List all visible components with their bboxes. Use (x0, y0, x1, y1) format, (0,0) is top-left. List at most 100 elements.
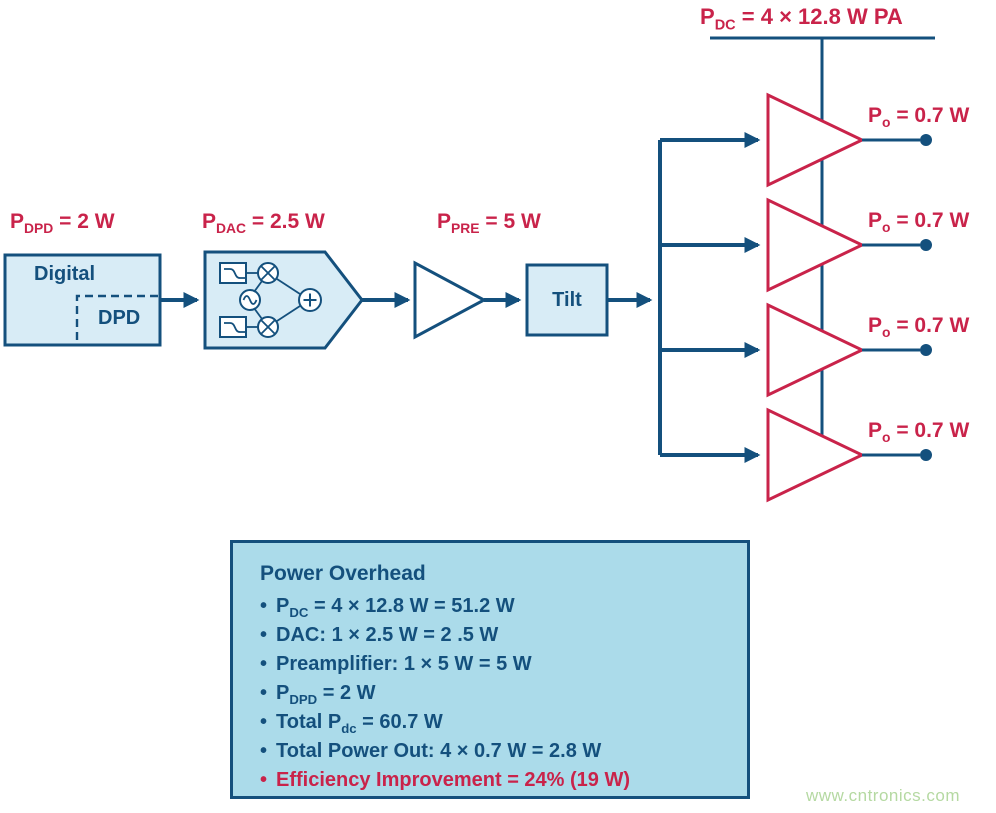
wire (276, 278, 301, 295)
power-overhead-box: Power Overhead •PDC = 4 × 12.8 W = 51.2 … (230, 540, 750, 799)
label-subscript: o (882, 219, 891, 236)
item-text: = 2 W (317, 682, 376, 704)
label-subscript: o (882, 429, 891, 446)
item-subscript: DC (289, 605, 309, 620)
item-text: DAC: 1 × 2.5 W = 2 .5 W (276, 624, 499, 646)
item-text: Total Power Out: 4 × 0.7 W = 2.8 W (276, 740, 602, 762)
label-text: P (202, 210, 217, 233)
digital-box (3, 253, 162, 347)
bullet-icon: • (260, 595, 268, 617)
label-text: P (700, 4, 715, 29)
output-terminal-3 (920, 344, 932, 356)
label-text: = 0.7 W (890, 419, 970, 442)
label-subscript: o (882, 114, 891, 131)
preamp-triangle (413, 260, 488, 340)
splitter (658, 132, 761, 463)
output-terminal-1 (920, 134, 932, 146)
mixer-cross (260, 265, 276, 281)
pa-triangle-1 (766, 92, 866, 188)
wire (276, 305, 301, 322)
overhead-item-preamp: •Preamplifier: 1 × 5 W = 5 W (260, 650, 737, 679)
lowpass-filter-icon (219, 262, 247, 284)
mixer-icon (257, 316, 279, 338)
label-text: = 0.7 W (890, 104, 970, 127)
label-text: = 5 W (479, 210, 541, 233)
tilt-label: Tilt (552, 289, 582, 311)
label-text: P (868, 314, 883, 337)
bullet-icon: • (260, 624, 268, 646)
item-subscript: DPD (289, 692, 318, 707)
filter-box-1 (219, 262, 247, 284)
item-text: Preamplifier: 1 × 5 W = 5 W (276, 653, 532, 675)
watermark: www.cntronics.com (806, 786, 960, 805)
label-text: = 0.7 W (890, 314, 970, 337)
pa-outputs (862, 134, 932, 461)
item-text: P (276, 595, 290, 617)
overhead-item-efficiency: • Efficiency Improvement = 24% (19 W) (260, 766, 737, 795)
power-amplifiers (766, 92, 866, 503)
dac-power-label: PDAC = 2.5 W (202, 210, 325, 237)
output-power-label-1: Po = 0.7 W (868, 104, 970, 131)
label-subscript: DAC (216, 220, 247, 237)
bullet-icon: • (260, 769, 268, 791)
pa-triangle-2 (766, 197, 866, 293)
output-terminal-4 (920, 449, 932, 461)
dac-internal-wires (246, 272, 301, 328)
output-power-label-2: Po = 0.7 W (868, 209, 970, 236)
label-text: P (10, 210, 25, 233)
label-text: = 2.5 W (246, 210, 325, 233)
mixer-icon (257, 262, 279, 284)
wire (253, 280, 263, 293)
item-text: Total P (276, 711, 342, 733)
label-text: P (868, 209, 883, 232)
overhead-item-dac: • DAC: 1 × 2.5 W = 2 .5 W (260, 621, 737, 650)
wire (253, 307, 263, 320)
sine-glyph (242, 295, 258, 305)
label-text: = 4 × 12.8 W PA (735, 4, 903, 29)
label-text: = 0.7 W (890, 209, 970, 232)
overhead-item-total-out: •Total Power Out: 4 × 0.7 W = 2.8 W (260, 737, 737, 766)
label-text: P (868, 104, 883, 127)
digital-block (3, 253, 162, 347)
output-power-label-4: Po = 0.7 W (868, 419, 970, 446)
item-text: P (276, 682, 290, 704)
filter-curve-1 (224, 268, 245, 279)
dpd-power-label: PDPD = 2 W (10, 210, 115, 237)
item-text: Efficiency Improvement = 24% (19 W) (276, 769, 631, 791)
oscillator-icon (239, 289, 261, 311)
filter-curve-2 (224, 322, 245, 333)
dac-block (203, 250, 364, 350)
output-power-label-3: Po = 0.7 W (868, 314, 970, 341)
summer-icon (298, 288, 322, 312)
output-terminal-2 (920, 239, 932, 251)
lowpass-filter-icon (219, 316, 247, 338)
digital-label: Digital (34, 263, 96, 285)
label-subscript: DPD (24, 220, 54, 237)
bullet-icon: • (260, 682, 268, 704)
label-text: P (868, 419, 883, 442)
label-subscript: DC (714, 17, 736, 34)
pa-triangle-4 (766, 407, 866, 503)
power-overhead-title: Power Overhead (260, 562, 426, 585)
overhead-item-pdpd: • PDPD = 2 W (260, 679, 737, 708)
mixer-cross (260, 319, 276, 335)
overhead-item-pdc: • PDC = 4 × 12.8 W = 51.2 W (260, 592, 737, 621)
pre-power-label: PPRE = 5 W (437, 210, 541, 237)
label-text: = 2 W (53, 210, 115, 233)
pa-supply-label: PDC = 4 × 12.8 W PA (700, 4, 903, 34)
bullet-icon: • (260, 711, 268, 733)
dpd-dashed-box (75, 294, 158, 343)
label-subscript: PRE (451, 220, 480, 237)
dpd-label: DPD (98, 307, 141, 329)
item-text: = 4 × 12.8 W = 51.2 W (308, 595, 515, 617)
label-subscript: o (882, 324, 891, 341)
filter-box-2 (219, 316, 247, 338)
item-subscript: dc (341, 721, 357, 736)
label-text: P (437, 210, 452, 233)
item-text: = 60.7 W (356, 711, 443, 733)
tilt-box (525, 263, 609, 337)
overhead-item-total-pdc: • Total Pdc = 60.7 W (260, 708, 737, 737)
pa-triangle-3 (766, 302, 866, 398)
